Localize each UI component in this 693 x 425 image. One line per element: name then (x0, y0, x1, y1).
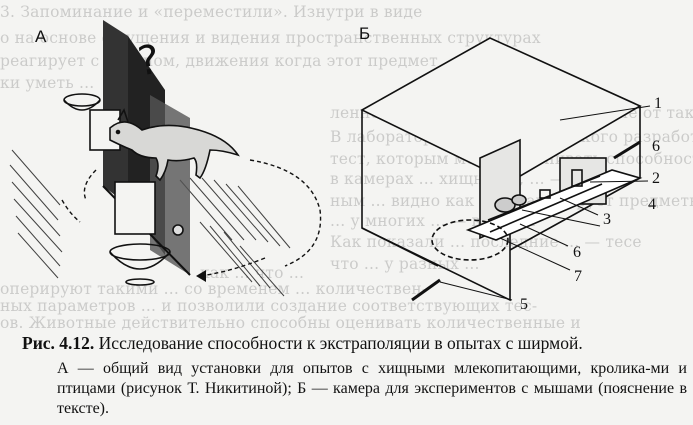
callout-6-top: 6 (652, 138, 660, 155)
callout-4: 4 (648, 196, 656, 213)
hatching-a (9, 149, 291, 297)
figure-caption-body: А — общий вид установки для опытов с хищ… (57, 360, 687, 417)
fox-icon (109, 108, 240, 182)
figure-label: Рис. 4.12. (22, 333, 95, 353)
callout-6-bottom: 6 (573, 244, 581, 261)
panel-label-a: А (35, 27, 47, 46)
figure-title: Исследование способности к экстраполяции… (98, 333, 583, 353)
movement-arrows (61, 159, 322, 277)
callout-1: 1 (654, 95, 662, 112)
panel-label-b: Б (359, 24, 371, 43)
callout-7: 7 (574, 268, 582, 285)
experiment-chamber-icon (360, 37, 651, 302)
callout-3: 3 (603, 211, 611, 228)
callout-2: 2 (652, 170, 660, 187)
figure-illustration (9, 20, 651, 302)
feeding-bowl-icon (109, 181, 184, 286)
callout-5: 5 (520, 296, 528, 313)
figure-caption-title: Рис. 4.12. Исследование способности к эк… (22, 332, 682, 354)
